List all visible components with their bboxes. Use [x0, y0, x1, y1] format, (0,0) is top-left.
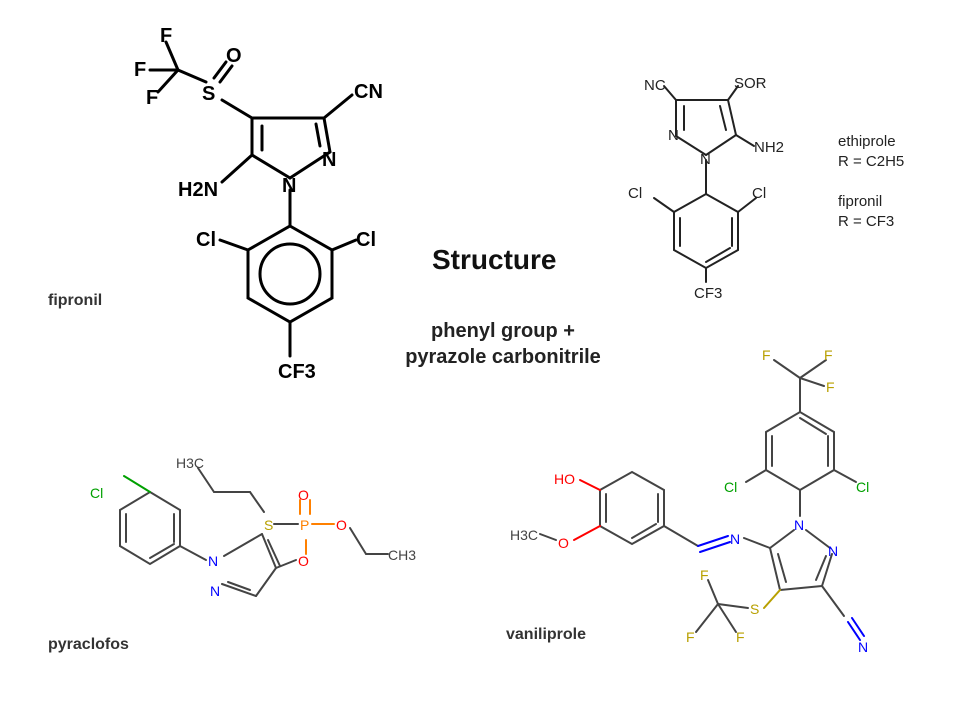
ethiprole-atom-nh2: NH2 — [754, 139, 784, 156]
fipronil-label: fipronil — [48, 292, 103, 309]
vaniliprole-atom-f2: F — [824, 347, 833, 363]
ethiprole-atom-cl-left: Cl — [628, 185, 642, 202]
fipronil-atom-cl-right: Cl — [356, 229, 376, 251]
vaniliprole-atom-f5: F — [686, 629, 695, 645]
fipronil-atom-o: O — [226, 45, 242, 67]
fipronil-atom-nh2: H2N — [178, 179, 218, 201]
vaniliprole-atom-h3c: H3C — [510, 527, 538, 543]
fipronil-atom-s: S — [202, 83, 215, 105]
subtitle-line-1: phenyl group + — [431, 320, 575, 342]
pyraclofos-atom-n2: N — [210, 583, 220, 599]
ethiprole-atom-n2: N — [668, 127, 679, 144]
pyraclofos-atom-s: S — [264, 517, 273, 533]
vaniliprole-atom-cl-left: Cl — [724, 479, 737, 495]
fipronil-atom-cn: CN — [354, 81, 383, 103]
ethiprole-legend-formula-2: R = CF3 — [838, 213, 894, 230]
pyraclofos-atom-cl: Cl — [90, 485, 103, 501]
pyraclofos-atom-p: P — [300, 517, 309, 533]
vaniliprole-atom-f3: F — [826, 379, 835, 395]
fipronil-atom-n1: N — [282, 175, 296, 197]
ethiprole-legend-name-1: ethiprole — [838, 133, 896, 150]
fipronil-atom-cl-left: Cl — [196, 229, 216, 251]
subtitle-line-2: pyrazole carbonitrile — [405, 346, 601, 368]
pyraclofos-label: pyraclofos — [48, 636, 129, 653]
pyraclofos-atom-ch3: CH3 — [388, 547, 416, 563]
ethiprole-atom-n1: N — [700, 151, 711, 168]
slide-title: Structure — [432, 244, 557, 275]
ethiprole-legend-name-2: fipronil — [838, 193, 882, 210]
ethiprole-legend-formula-1: R = C2H5 — [838, 153, 904, 170]
pyraclofos-atom-n1: N — [208, 553, 218, 569]
vaniliprole-atom-f1: F — [762, 347, 771, 363]
vaniliprole-atom-n-nitrile: N — [858, 639, 868, 655]
vaniliprole-atom-o: O — [558, 535, 569, 551]
ethiprole-atom-cl-right: Cl — [752, 185, 766, 202]
ethiprole-atom-sor: SOR — [734, 75, 767, 92]
vaniliprole-atom-s: S — [750, 601, 759, 617]
pyraclofos-atom-o-ring: O — [298, 553, 309, 569]
fipronil-atom-n-ring: N — [322, 149, 336, 171]
fipronil-atom-f3: F — [146, 87, 158, 109]
vaniliprole-label: vaniliprole — [506, 626, 587, 643]
fipronil-atom-cf3: CF3 — [278, 361, 316, 383]
ethiprole-atom-nc: NC — [644, 77, 666, 94]
fipronil-atom-f1: F — [160, 25, 172, 47]
vaniliprole-atom-f6: F — [736, 629, 745, 645]
slide-subtitle: phenyl group + pyrazole carbonitrile — [368, 318, 638, 370]
fipronil-atom-f2: F — [134, 59, 146, 81]
vaniliprole-atom-n1: N — [794, 517, 804, 533]
vaniliprole-atom-f4: F — [700, 567, 709, 583]
ethiprole-atom-cf3: CF3 — [694, 285, 722, 302]
pyraclofos-atom-o-ester: O — [336, 517, 347, 533]
vaniliprole-atom-cl-right: Cl — [856, 479, 869, 495]
vaniliprole-atom-ho: HO — [554, 471, 575, 487]
vaniliprole-atom-n-imine: N — [730, 531, 740, 547]
pyraclofos-atom-o-double: O — [298, 487, 309, 503]
vaniliprole-atom-n2: N — [828, 543, 838, 559]
pyraclofos-atom-h3c: H3C — [176, 455, 204, 471]
